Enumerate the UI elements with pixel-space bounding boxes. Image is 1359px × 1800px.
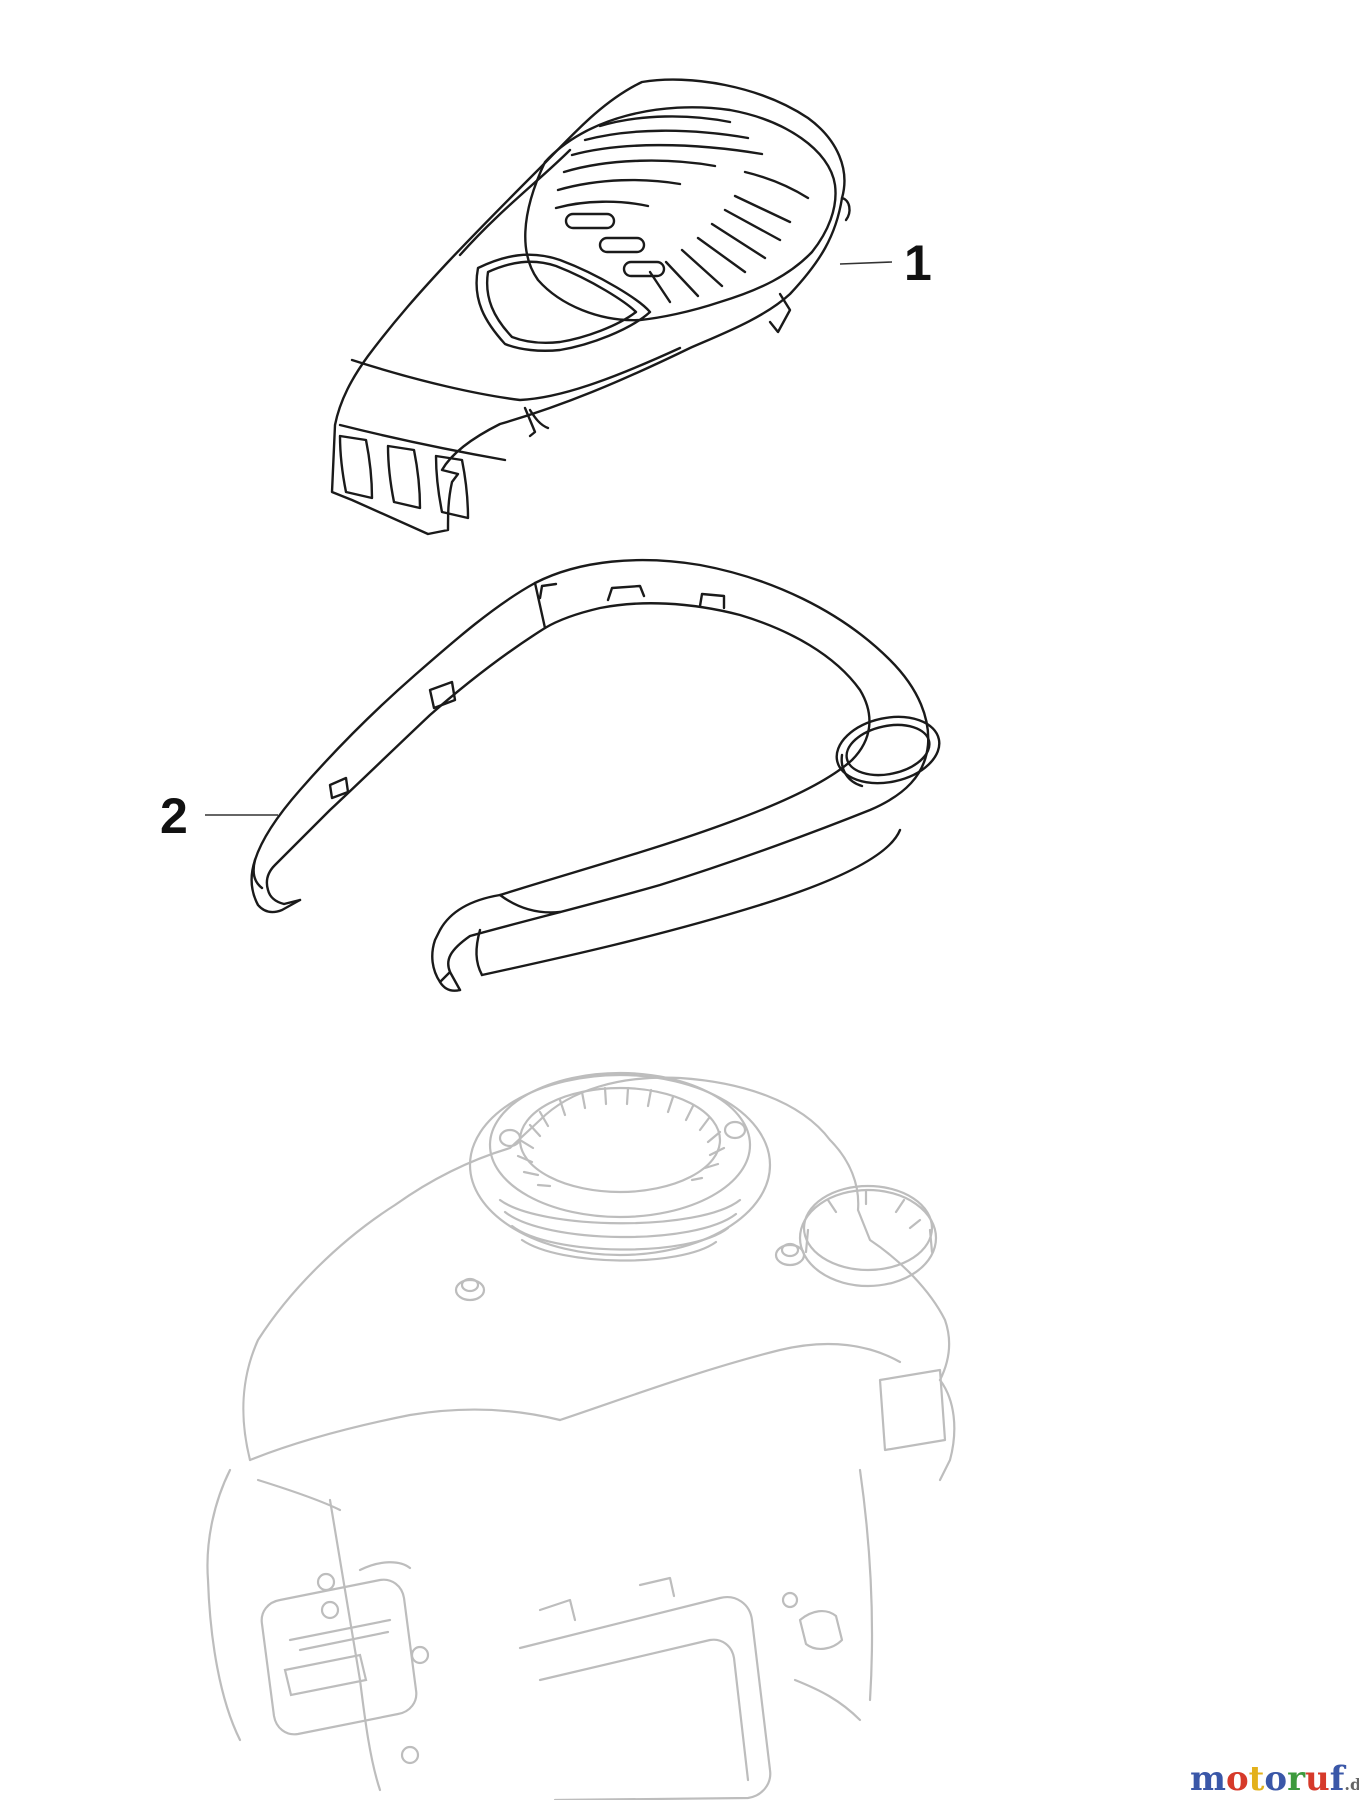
engine-outline <box>206 1071 956 1800</box>
callout-2[interactable]: 2 <box>160 788 278 844</box>
motoruf-logo: motoruf.de <box>1190 1759 1359 1799</box>
callout-1-number: 1 <box>904 235 932 291</box>
logo-letter: r <box>1287 1759 1306 1799</box>
logo-letter: o <box>1264 1759 1287 1799</box>
logo-letter: t <box>1249 1759 1265 1799</box>
engine-brand-plate <box>283 1653 368 1697</box>
callout-2-number: 2 <box>160 788 188 844</box>
logo-suffix: .de <box>1344 1775 1359 1794</box>
logo-letter: u <box>1305 1759 1330 1799</box>
svg-text:motoruf.de: motoruf.de <box>1190 1759 1359 1799</box>
logo-letter: o <box>1226 1759 1249 1799</box>
logo-letter: f <box>1330 1759 1347 1799</box>
part-2-shroud[interactable] <box>250 558 946 992</box>
part-1-top-cover[interactable] <box>330 78 851 536</box>
logo-letter: m <box>1190 1759 1226 1799</box>
callout-1[interactable]: 1 <box>839 235 932 291</box>
callout-1-leader <box>839 261 893 265</box>
